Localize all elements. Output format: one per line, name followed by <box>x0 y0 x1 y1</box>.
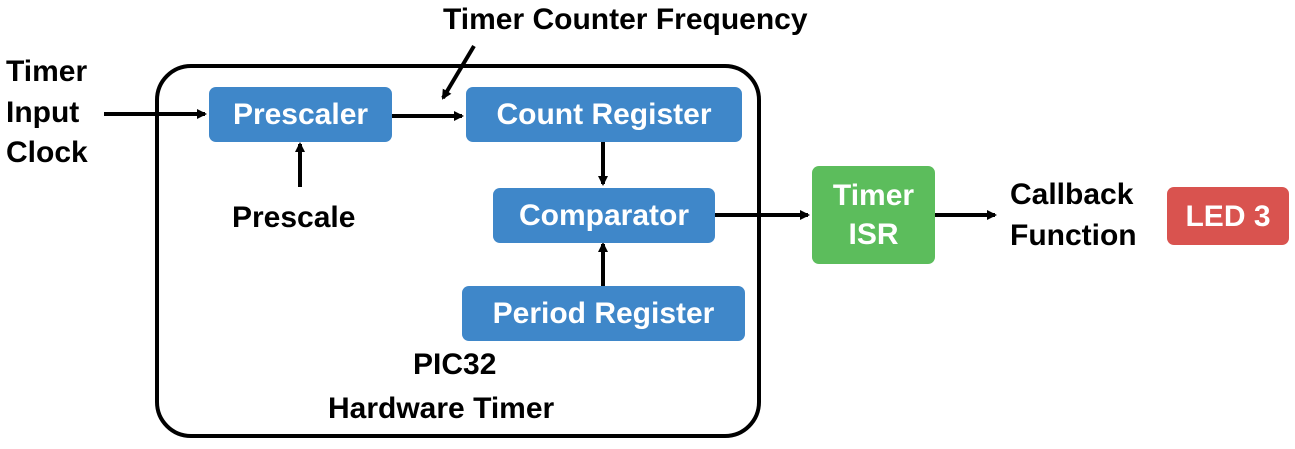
timer-isr-block: Timer ISR <box>812 166 935 264</box>
count-register-block: Count Register <box>466 87 742 142</box>
pic32-label: PIC32 <box>413 348 497 381</box>
prescaler-block: Prescaler <box>209 87 392 142</box>
timer-isr-line-2: ISR <box>848 218 899 251</box>
timer-input-clock-line-3: Clock <box>6 136 88 169</box>
function-line: Function <box>1010 218 1137 252</box>
timer-isr-line-1: Timer <box>832 179 915 212</box>
timer-input-clock-label: Timer Input Clock <box>6 52 88 174</box>
timer-input-clock-line-2: Input <box>6 95 80 129</box>
led-3-block: LED 3 <box>1167 187 1289 245</box>
arrow-frequency-pointer <box>441 44 476 100</box>
timer-counter-frequency-label: Timer Counter Frequency <box>443 3 808 36</box>
hardware-timer-label: Hardware Timer <box>328 392 555 425</box>
timer-input-clock-line-1: Timer <box>6 55 88 88</box>
prescale-label: Prescale <box>232 201 356 234</box>
callback-function-label: Callback Function <box>1010 175 1137 256</box>
comparator-block: Comparator <box>493 188 715 243</box>
pic32-hardware-timer-frame <box>155 64 761 438</box>
period-register-block: Period Register <box>462 286 745 341</box>
callback-line: Callback <box>1010 178 1134 211</box>
